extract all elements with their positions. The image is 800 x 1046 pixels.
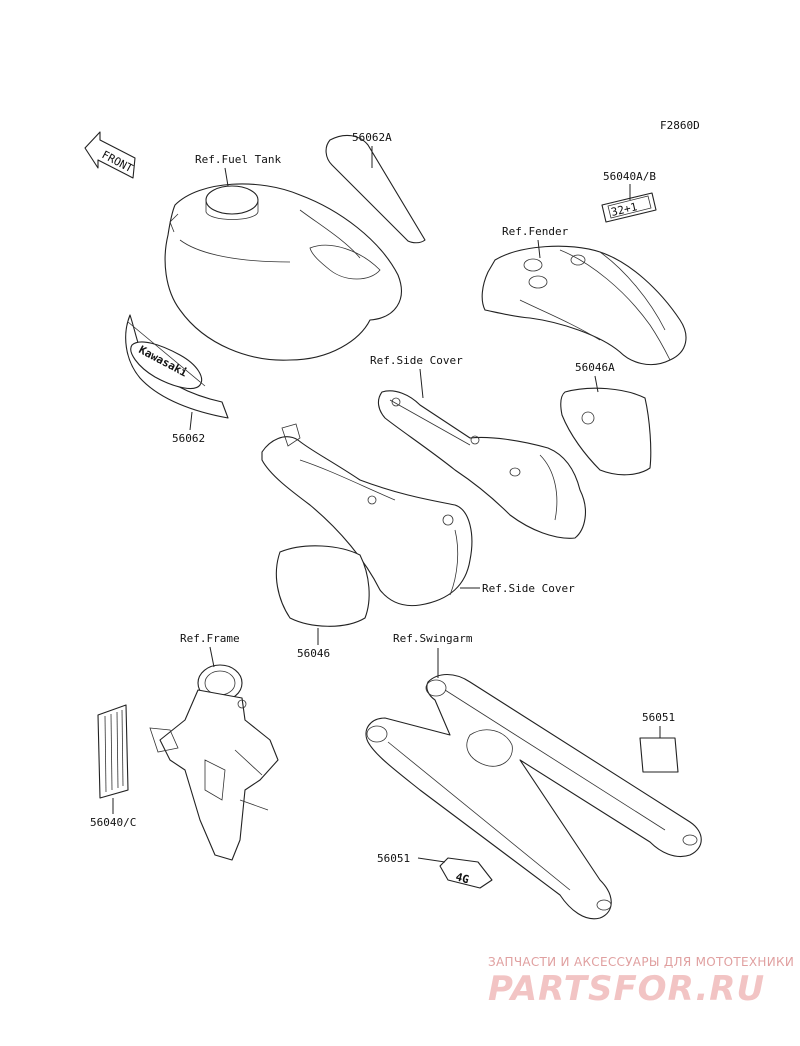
decal-56040AB-part: 32+1 [601,192,657,223]
label-56046: 56046 [297,647,330,660]
label-56062: 56062 [172,432,205,445]
swingarm-badge-text: 4G [454,870,471,886]
decal-56040C-part [97,704,129,799]
label-56051-bottom: 56051 [377,852,410,865]
label-56040AB: 56040A/B [603,170,656,183]
label-swingarm: Ref.Swingarm [393,632,473,645]
diagram-code: F2860D [660,119,700,132]
label-side-cover-bottom: Ref.Side Cover [482,582,575,595]
decal-56062A-part [325,134,426,244]
label-56040C: 56040/C [90,816,136,829]
label-side-cover-top: Ref.Side Cover [370,354,463,367]
label-fuel-tank: Ref.Fuel Tank [195,153,281,166]
label-56051-right: 56051 [642,711,675,724]
label-56062A: 56062A [352,131,392,144]
label-fender: Ref.Fender [502,225,569,238]
side-cover-right-part [377,390,586,539]
decal-56051-right-part [639,737,679,773]
fender-plate-text: 32+1 [610,200,639,219]
front-arrow-icon: FRONT [84,131,136,179]
decal-56046-part [275,545,370,627]
label-frame: Ref.Frame [180,632,240,645]
frame-part [149,664,279,861]
label-56046A: 56046A [575,361,615,374]
decal-56062-part: Kawasaki [125,314,229,419]
swingarm-part [365,673,702,920]
watermark-logo: PARTSFOR.RU [488,969,765,1009]
watermark-tagline: ЗАПЧАСТИ И АКСЕССУАРЫ ДЛЯ МОТОТЕХНИКИ [488,955,794,969]
fuel-tank-part [164,183,402,361]
decal-56051-badge-part: 4G [439,857,493,889]
fender-part [481,245,687,366]
side-cover-left-part [261,423,473,607]
decal-56046A-part [560,387,652,476]
